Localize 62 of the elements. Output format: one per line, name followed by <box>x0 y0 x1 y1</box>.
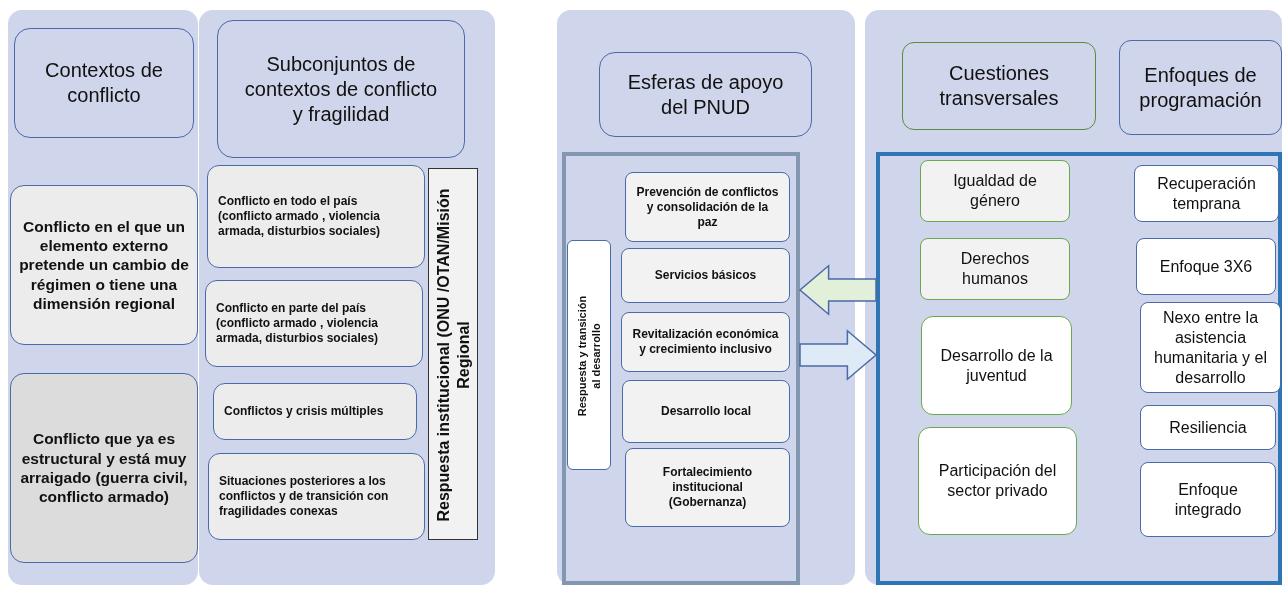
approach-box <box>1136 238 1276 295</box>
box-text: Servicios básicos <box>654 268 757 283</box>
approach-box <box>1134 165 1279 222</box>
box-text: Conflictos y crisis múltiples <box>224 404 384 419</box>
box-text: Conflicto en parte del país (conflicto armado , violencia armada, disturbios sociales) <box>216 301 380 346</box>
box-text: Nexo entre la asistencia humanitaria y el desarrollo <box>1153 307 1268 388</box>
box-text: Respuesta y transición al desarrollo <box>576 294 603 419</box>
box-text: Enfoque 3X6 <box>1159 256 1253 277</box>
box-text: Situaciones posteriores a los conflictos y de transición con fragilidades conexas <box>219 474 390 519</box>
header-box <box>599 52 812 137</box>
box-text: Igualdad de género <box>952 171 1038 211</box>
box-text: Cuestiones transversales <box>938 61 1060 111</box>
box-text: Conflicto que ya es estructural y está muy arraigado (guerra civil, conflicto armado) <box>19 429 189 507</box>
approach-box <box>1140 462 1276 537</box>
box-text: Resiliencia <box>1169 417 1247 438</box>
box-text: Enfoque integrado <box>1173 479 1243 520</box>
box-text: Derechos humanos <box>959 249 1031 289</box>
box-text: Revitalización económica y crecimiento inclusivo <box>632 327 779 357</box>
box-text: Conflicto en todo el país (conflicto armado , violencia armada, disturbios sociales) <box>218 194 382 239</box>
box-text: Esferas de apoyo del PNUD <box>626 69 785 120</box>
box-text: Desarrollo local <box>660 404 751 419</box>
column-panel <box>8 10 198 585</box>
column-panel <box>557 10 855 585</box>
context-box <box>10 373 198 563</box>
frame <box>876 152 1282 585</box>
support-area-box <box>625 448 790 527</box>
column-panel <box>865 10 1282 585</box>
header-box <box>217 20 465 158</box>
approach-box <box>1140 405 1276 450</box>
block-arrow <box>798 264 877 316</box>
box-text: Contextos de conflicto <box>44 58 164 108</box>
approach-box <box>1140 302 1281 393</box>
subset-box <box>207 165 425 268</box>
subset-box <box>208 453 425 540</box>
support-area-box <box>622 380 790 443</box>
crosscutting-box <box>920 238 1070 300</box>
block-arrow <box>799 329 878 381</box>
subset-box <box>213 383 417 440</box>
box-text: Prevención de conflictos y consolidación de la paz <box>636 184 779 230</box>
header-box <box>1119 40 1282 135</box>
box-text: Conflicto en el que un elemento externo pretende un cambio de régimen o tiene una dimensión regional <box>18 216 190 314</box>
header-box <box>14 28 194 138</box>
support-area-box <box>621 312 790 372</box>
crosscutting-box <box>918 427 1077 535</box>
vertical-label-box <box>567 240 611 470</box>
subset-box <box>205 280 423 367</box>
context-box <box>10 185 198 345</box>
box-text: Desarrollo de la juventud <box>939 345 1054 386</box>
box-text: Participación del sector privado <box>937 461 1058 501</box>
box-text: Respuesta institucional (ONU /OTAN/Misión Regional <box>434 187 473 524</box>
box-text: Subconjuntos de contextos de conflicto y fragilidad <box>243 51 439 127</box>
box-text: Fortalecimiento institucional (Gobernanza) <box>661 465 754 510</box>
support-area-box <box>625 172 790 242</box>
box-text: Recuperación temprana <box>1156 173 1257 214</box>
frame <box>562 152 800 585</box>
support-area-box <box>621 248 790 303</box>
column-panel <box>199 10 495 585</box>
box-text: Enfoques de programación <box>1138 62 1263 113</box>
crosscutting-box <box>921 316 1072 415</box>
header-box <box>902 42 1096 130</box>
vertical-label-box <box>428 168 478 540</box>
crosscutting-box <box>920 160 1070 222</box>
